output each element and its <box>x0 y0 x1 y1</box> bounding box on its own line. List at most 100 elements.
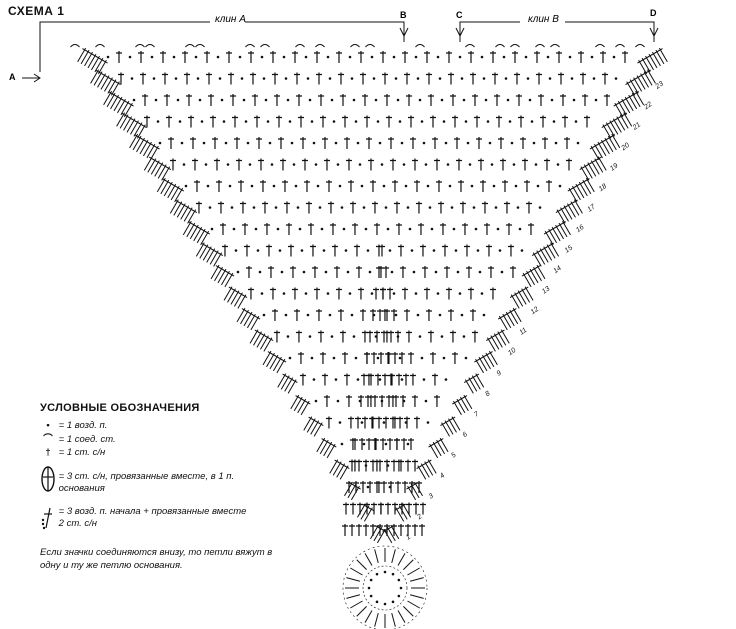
chain-stitch-dot <box>368 270 372 274</box>
double-crochet-mark <box>461 223 468 235</box>
chain-stitch-dot <box>386 227 390 231</box>
double-crochet-mark <box>572 199 583 214</box>
double-crochet-mark <box>339 94 346 106</box>
edge-dc-group <box>129 133 160 161</box>
chain-stitch-dot <box>244 120 248 123</box>
chain-stitch-dot <box>392 55 396 59</box>
double-crochet-mark <box>469 309 476 321</box>
double-crochet-mark <box>471 330 478 343</box>
double-crochet-mark <box>408 438 414 450</box>
chain-stitch-dot <box>328 313 332 317</box>
chain-stitch-dot <box>518 227 522 231</box>
chain-stitch-dot <box>594 98 598 102</box>
chain-stitch-dot <box>375 600 379 604</box>
chain-stitch-dot <box>484 98 488 102</box>
double-crochet-mark <box>389 158 396 171</box>
chain-stitch-dot <box>176 98 180 102</box>
edge-dc-group <box>497 307 522 331</box>
double-crochet-mark <box>365 395 371 407</box>
double-crochet-mark <box>487 350 498 366</box>
chain-stitch-dot <box>208 206 212 209</box>
circle-dc-mark <box>364 553 373 566</box>
edge-dc-group <box>277 373 298 394</box>
double-crochet-mark <box>263 223 270 235</box>
chain-stitch-dot <box>178 120 182 123</box>
chain-stitch-dot <box>360 421 364 424</box>
chain-stitch-dot <box>202 141 206 145</box>
chain-stitch-dot <box>150 55 154 59</box>
double-crochet-mark <box>259 180 266 192</box>
double-crochet-mark <box>395 223 402 235</box>
chain-stitch-dot <box>284 77 288 80</box>
chain-stitch-dot <box>414 292 418 295</box>
chain-stitch-dot <box>340 206 344 209</box>
chain-stitch-dot <box>554 141 558 145</box>
double-crochet-mark <box>275 115 282 128</box>
chain-stitch-dot <box>482 77 486 80</box>
double-crochet-mark <box>285 223 292 235</box>
edge-dc-group <box>486 329 510 352</box>
double-crochet-mark <box>565 158 572 171</box>
chain-stitch-dot <box>418 335 422 338</box>
chain-stitch-dot <box>266 120 270 123</box>
double-crochet-mark <box>227 72 234 85</box>
chain-stitch-dot <box>367 586 371 590</box>
double-crochet-mark <box>622 112 633 127</box>
double-crochet-mark <box>291 287 298 300</box>
double-crochet-mark <box>321 137 328 149</box>
chain-stitch-dot <box>198 98 202 102</box>
chain-stitch-dot <box>334 378 338 381</box>
chain-stitch-dot <box>336 163 340 166</box>
chain-stitch-dot <box>397 594 401 598</box>
double-crochet-mark <box>333 266 340 278</box>
chain-stitch-dot <box>383 602 387 606</box>
chain-stitch-dot <box>332 120 336 123</box>
chain-stitch-dot <box>362 206 366 209</box>
chain-stitch-dot <box>184 184 188 188</box>
double-crochet-mark <box>265 244 272 257</box>
double-crochet-mark <box>402 481 408 493</box>
double-crochet-mark <box>349 524 355 536</box>
chain-stitch-dot <box>308 335 312 338</box>
chain-stitch-dot <box>426 184 430 188</box>
double-crochet-mark <box>247 287 254 300</box>
circle-dc-mark <box>374 549 379 564</box>
double-crochet-mark <box>123 102 134 118</box>
double-crochet-mark <box>224 272 235 288</box>
edge-dc-group <box>357 503 374 522</box>
double-crochet-mark <box>399 502 405 515</box>
slip-stitch-arc <box>635 43 645 48</box>
chain-stitch-dot <box>352 98 356 102</box>
chain-stitch-dot <box>262 77 266 80</box>
double-crochet-mark <box>364 352 370 364</box>
double-crochet-mark <box>355 266 362 278</box>
chain-stitch-dot <box>220 98 224 102</box>
double-crochet-mark <box>381 330 387 343</box>
double-crochet-mark <box>237 180 244 192</box>
chain-stitch-dot <box>400 378 404 381</box>
chain-stitch-dot <box>550 98 554 102</box>
double-crochet-mark <box>385 115 392 128</box>
chain-stitch-dot <box>292 163 296 166</box>
chain-stitch-dot <box>424 163 428 166</box>
double-crochet-mark <box>409 373 416 386</box>
double-crochet-mark <box>299 373 306 386</box>
double-crochet-mark <box>479 180 486 192</box>
chain-stitch-dot <box>284 313 288 317</box>
double-crochet-mark <box>487 266 494 278</box>
edge-dc-group <box>452 394 473 416</box>
edge-dc-group <box>77 47 108 75</box>
edge-dc-group <box>543 220 571 246</box>
slip-stitch-arc <box>95 43 105 48</box>
chain-stitch-dot <box>240 77 244 80</box>
double-crochet-mark <box>435 180 442 192</box>
chain-stitch-dot <box>374 98 378 102</box>
double-crochet-mark <box>447 72 454 85</box>
double-crochet-mark <box>359 72 366 85</box>
chain-stitch-dot <box>369 578 373 582</box>
double-crochet-mark <box>263 337 274 352</box>
chain-stitch-dot <box>180 141 184 145</box>
chart-title: СХЕМА 1 <box>8 4 65 18</box>
double-crochet-mark <box>507 244 514 257</box>
